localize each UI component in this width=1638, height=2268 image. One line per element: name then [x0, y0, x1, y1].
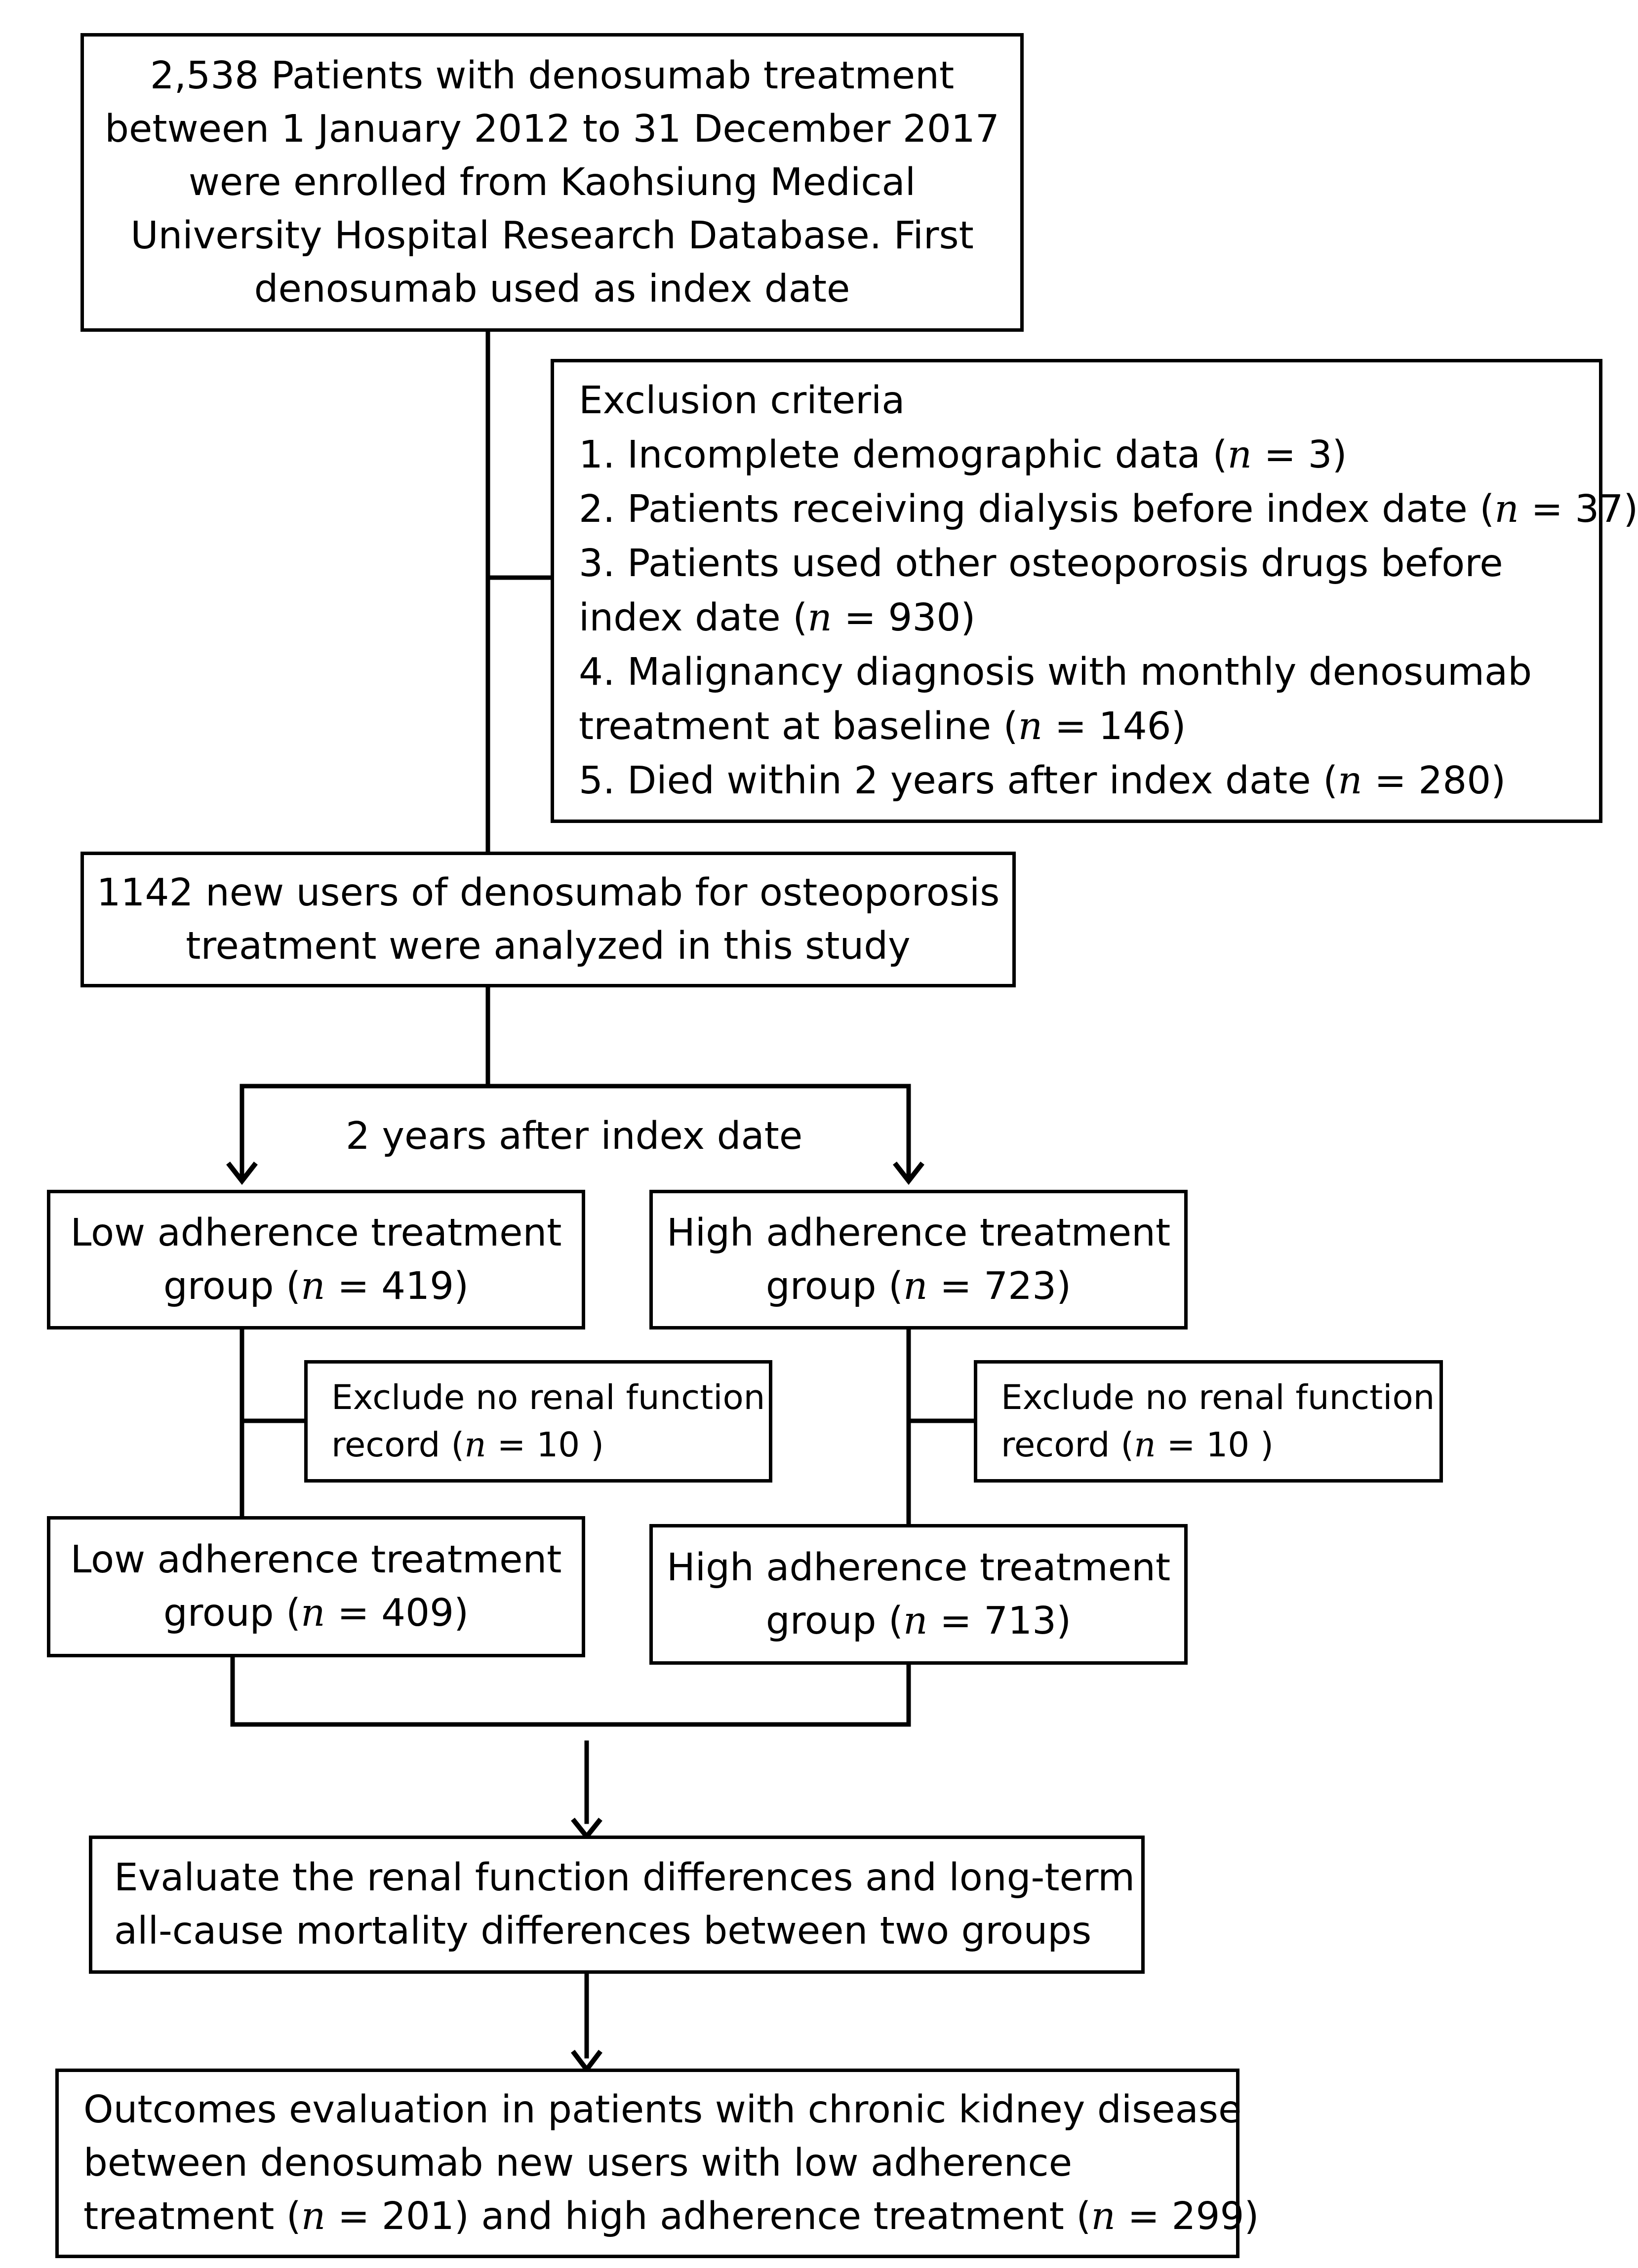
high-group-initial-box: High adherence treatment group (n = 723) — [649, 1190, 1188, 1330]
evaluate-line: Evaluate the renal function differences … — [114, 1856, 1135, 1900]
enrollment-line: between 1 January 2012 to 31 December 20… — [105, 107, 999, 151]
exclude-reason: Exclude no renal function — [1001, 1378, 1435, 1417]
exclusion-title: Exclusion criteria — [579, 379, 905, 423]
arrowhead-left — [226, 1161, 258, 1185]
group-count: group (n = 419) — [163, 1264, 469, 1308]
exclusion-item: 4. Malignancy diagnosis with monthly den… — [579, 650, 1532, 694]
group-name: Low adherence treatment — [70, 1211, 562, 1255]
group-count: group (n = 713) — [765, 1599, 1072, 1643]
exclusion-item: 2. Patients receiving dialysis before in… — [579, 487, 1638, 531]
enrollment-box: 2,538 Patients with denosumab treatment … — [80, 33, 1024, 332]
low-group-final-box: Low adherence treatment group (n = 409) — [47, 1516, 585, 1657]
enrollment-line: 2,538 Patients with denosumab treatment — [150, 53, 955, 98]
analyzed-box: 1142 new users of denosumab for osteopor… — [80, 852, 1016, 987]
split-label: 2 years after index date — [346, 1114, 803, 1158]
enrollment-line: denosumab used as index date — [254, 267, 850, 311]
high-group-final-box: High adherence treatment group (n = 713) — [649, 1524, 1188, 1665]
group-name: High adherence treatment — [666, 1211, 1171, 1255]
high-exclude-box: Exclude no renal function record (n = 10… — [974, 1360, 1443, 1483]
group-count: group (n = 409) — [163, 1591, 469, 1635]
outcomes-line: treatment (n = 201) and high adherence t… — [83, 2194, 1259, 2238]
exclude-count: record (n = 10 ) — [1001, 1425, 1274, 1465]
exclude-count: record (n = 10 ) — [331, 1425, 604, 1465]
enrollment-line: University Hospital Research Database. F… — [130, 213, 974, 258]
exclusion-item: 3. Patients used other osteoporosis drug… — [579, 542, 1503, 586]
arrowhead-right — [893, 1161, 924, 1185]
analyzed-line: 1142 new users of denosumab for osteopor… — [96, 870, 1000, 915]
outcomes-box: Outcomes evaluation in patients with chr… — [55, 2069, 1259, 2258]
group-count: group (n = 723) — [765, 1264, 1072, 1308]
group-name: Low adherence treatment — [70, 1538, 562, 1582]
exclusion-box: Exclusion criteria 1. Incomplete demogra… — [551, 359, 1638, 823]
group-name: High adherence treatment — [666, 1545, 1171, 1590]
outcomes-line: Outcomes evaluation in patients with chr… — [83, 2088, 1242, 2132]
exclusion-item: index date (n = 930) — [579, 596, 976, 640]
evaluate-line: all-cause mortality differences between … — [114, 1909, 1092, 1953]
exclude-reason: Exclude no renal function — [331, 1378, 765, 1417]
enrollment-line: were enrolled from Kaohsiung Medical — [188, 160, 916, 204]
exclusion-item: 5. Died within 2 years after index date … — [579, 759, 1506, 803]
low-group-initial-box: Low adherence treatment group (n = 419) — [47, 1190, 585, 1330]
exclusion-item: treatment at baseline (n = 146) — [579, 704, 1186, 748]
evaluate-box: Evaluate the renal function differences … — [89, 1836, 1145, 1974]
exclusion-item: 1. Incomplete demographic data (n = 3) — [579, 433, 1347, 477]
outcomes-line: between denosumab new users with low adh… — [83, 2141, 1073, 2185]
low-exclude-box: Exclude no renal function record (n = 10… — [304, 1360, 772, 1483]
analyzed-line: treatment were analyzed in this study — [186, 924, 911, 968]
